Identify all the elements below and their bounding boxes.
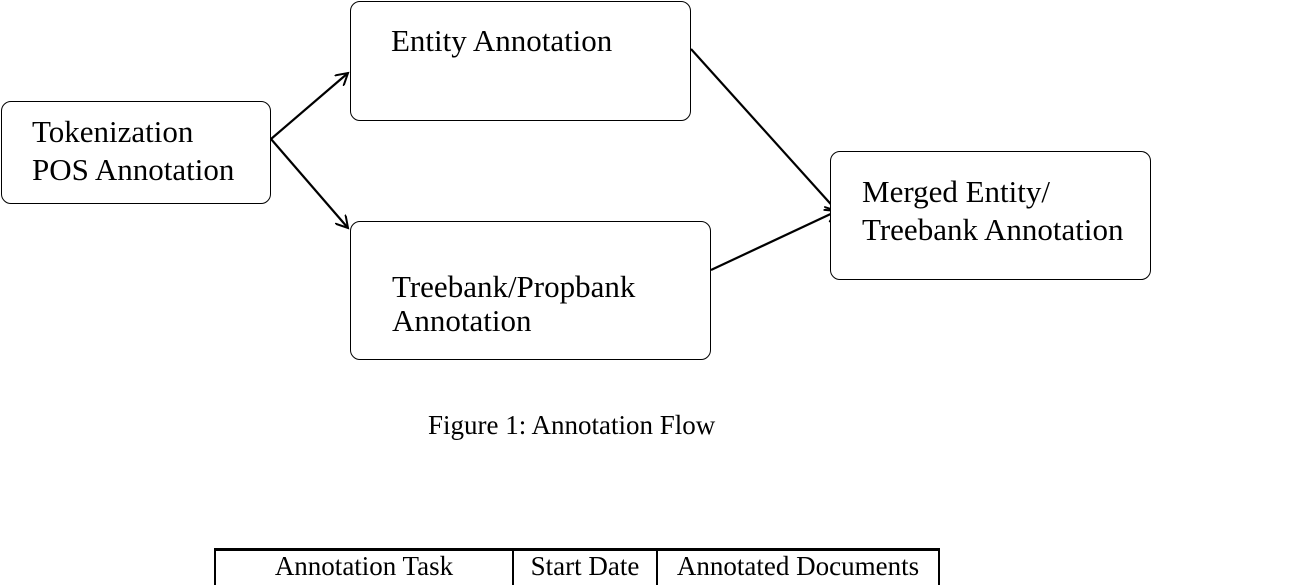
- table-header-row: Annotation Task Start Date Annotated Doc…: [215, 550, 939, 585]
- arrow-entity-to-merged: [691, 49, 837, 211]
- node-tokenization-pos: Tokenization POS Annotation: [1, 101, 271, 204]
- annotation-table: Annotation Task Start Date Annotated Doc…: [214, 548, 940, 585]
- table-header-cell: Annotated Documents: [657, 550, 939, 585]
- node-entity-annotation: Entity Annotation: [350, 1, 691, 121]
- node-label: POS Annotation: [32, 151, 270, 189]
- table-header-cell: Start Date: [513, 550, 657, 585]
- node-treebank-propbank: Treebank/Propbank Annotation: [350, 221, 711, 360]
- arrow-treebank-to-merged: [711, 211, 837, 270]
- node-label: Annotation: [392, 304, 710, 338]
- node-label: Treebank Annotation: [862, 211, 1150, 249]
- node-label: Entity Annotation: [391, 22, 690, 60]
- node-label: Treebank/Propbank: [392, 270, 710, 304]
- node-label: Merged Entity/: [862, 173, 1150, 211]
- figure-caption: Figure 1: Annotation Flow: [428, 410, 715, 441]
- node-label: Tokenization: [32, 113, 270, 151]
- arrow-tokenization-to-treebank: [271, 139, 348, 228]
- table-header-cell: Annotation Task: [215, 550, 513, 585]
- arrow-tokenization-to-entity: [271, 73, 348, 139]
- node-merged-entity-treebank: Merged Entity/ Treebank Annotation: [830, 151, 1151, 280]
